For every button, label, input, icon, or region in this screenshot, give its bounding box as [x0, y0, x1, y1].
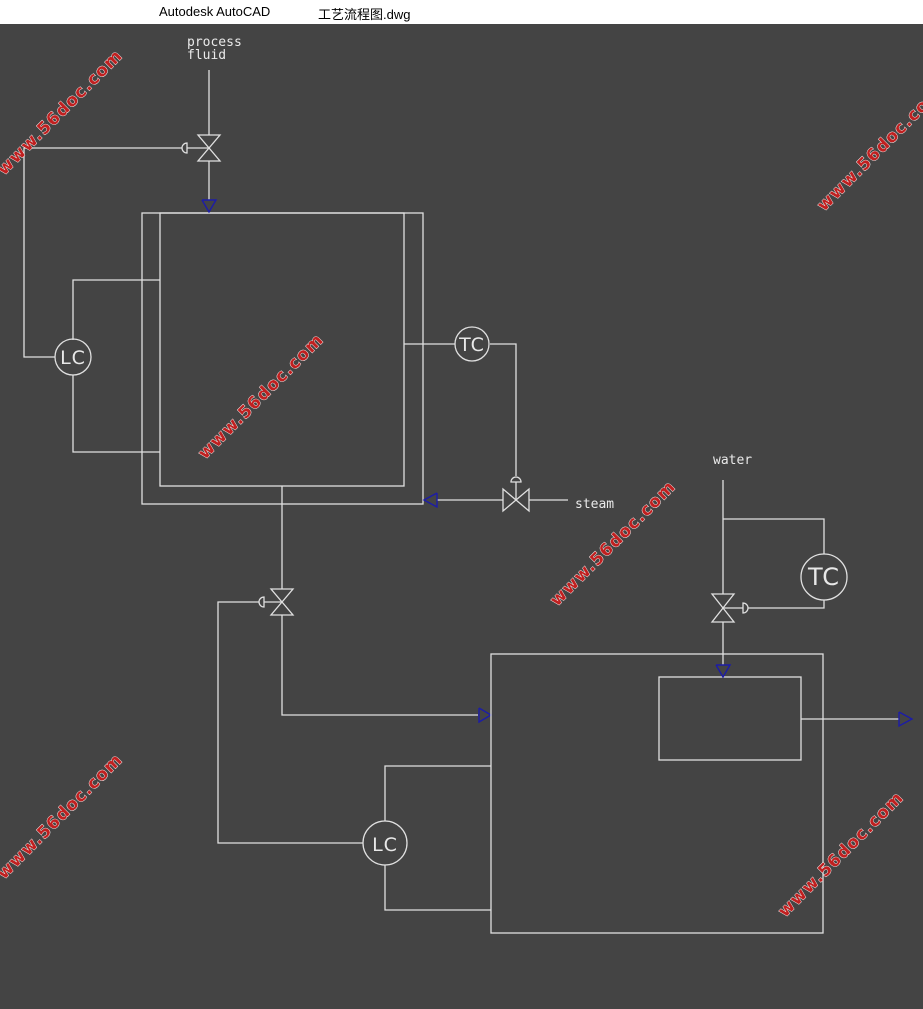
- drawing-canvas[interactable]: LC TC: [0, 24, 923, 1009]
- process-feed-line[interactable]: [201, 70, 218, 214]
- water-label: water: [713, 453, 752, 468]
- transfer-line[interactable]: [281, 486, 493, 724]
- process-fluid-label-line2: fluid: [187, 48, 226, 63]
- transfer-control-valve[interactable]: [258, 588, 295, 616]
- reactor-vessel[interactable]: [141, 212, 424, 505]
- app-title: Autodesk AutoCAD: [159, 4, 271, 19]
- watermark: www.56doc.com: [0, 46, 127, 180]
- tc-2-label: TC: [807, 563, 840, 591]
- title-bar: Autodesk AutoCAD 工艺流程图.dwg: [0, 0, 923, 24]
- lc-2-label: LC: [372, 834, 398, 856]
- process-flow-diagram[interactable]: LC TC: [0, 24, 923, 1009]
- water-line[interactable]: [715, 480, 732, 679]
- steam-label: steam: [575, 497, 614, 512]
- watermark: www.56doc.com: [194, 330, 328, 464]
- level-controller-1[interactable]: LC: [54, 338, 92, 376]
- temperature-controller-1[interactable]: TC: [454, 326, 490, 362]
- document-tab[interactable]: 工艺流程图.dwg: [318, 7, 411, 22]
- steam-line[interactable]: [422, 492, 568, 509]
- level-control-loop-2[interactable]: [217, 601, 491, 911]
- watermark: www.56doc.com: [0, 750, 127, 884]
- process-fluid-label-line1: process: [187, 35, 242, 50]
- temperature-control-loop-1[interactable]: [404, 343, 522, 500]
- watermark: www.56doc.com: [813, 82, 923, 216]
- lc-1-label: LC: [60, 347, 86, 369]
- feed-control-valve[interactable]: [181, 134, 222, 162]
- water-control-valve[interactable]: [710, 593, 749, 623]
- tc-1-label: TC: [458, 334, 485, 356]
- temperature-controller-2[interactable]: TC: [800, 553, 848, 601]
- temperature-control-loop-2[interactable]: [723, 518, 825, 609]
- level-control-loop-1[interactable]: [23, 147, 182, 453]
- watermark: www.56doc.com: [774, 788, 908, 922]
- outlet-line[interactable]: [801, 711, 914, 728]
- receiving-vessel[interactable]: [490, 653, 824, 934]
- level-controller-2[interactable]: LC: [362, 820, 408, 866]
